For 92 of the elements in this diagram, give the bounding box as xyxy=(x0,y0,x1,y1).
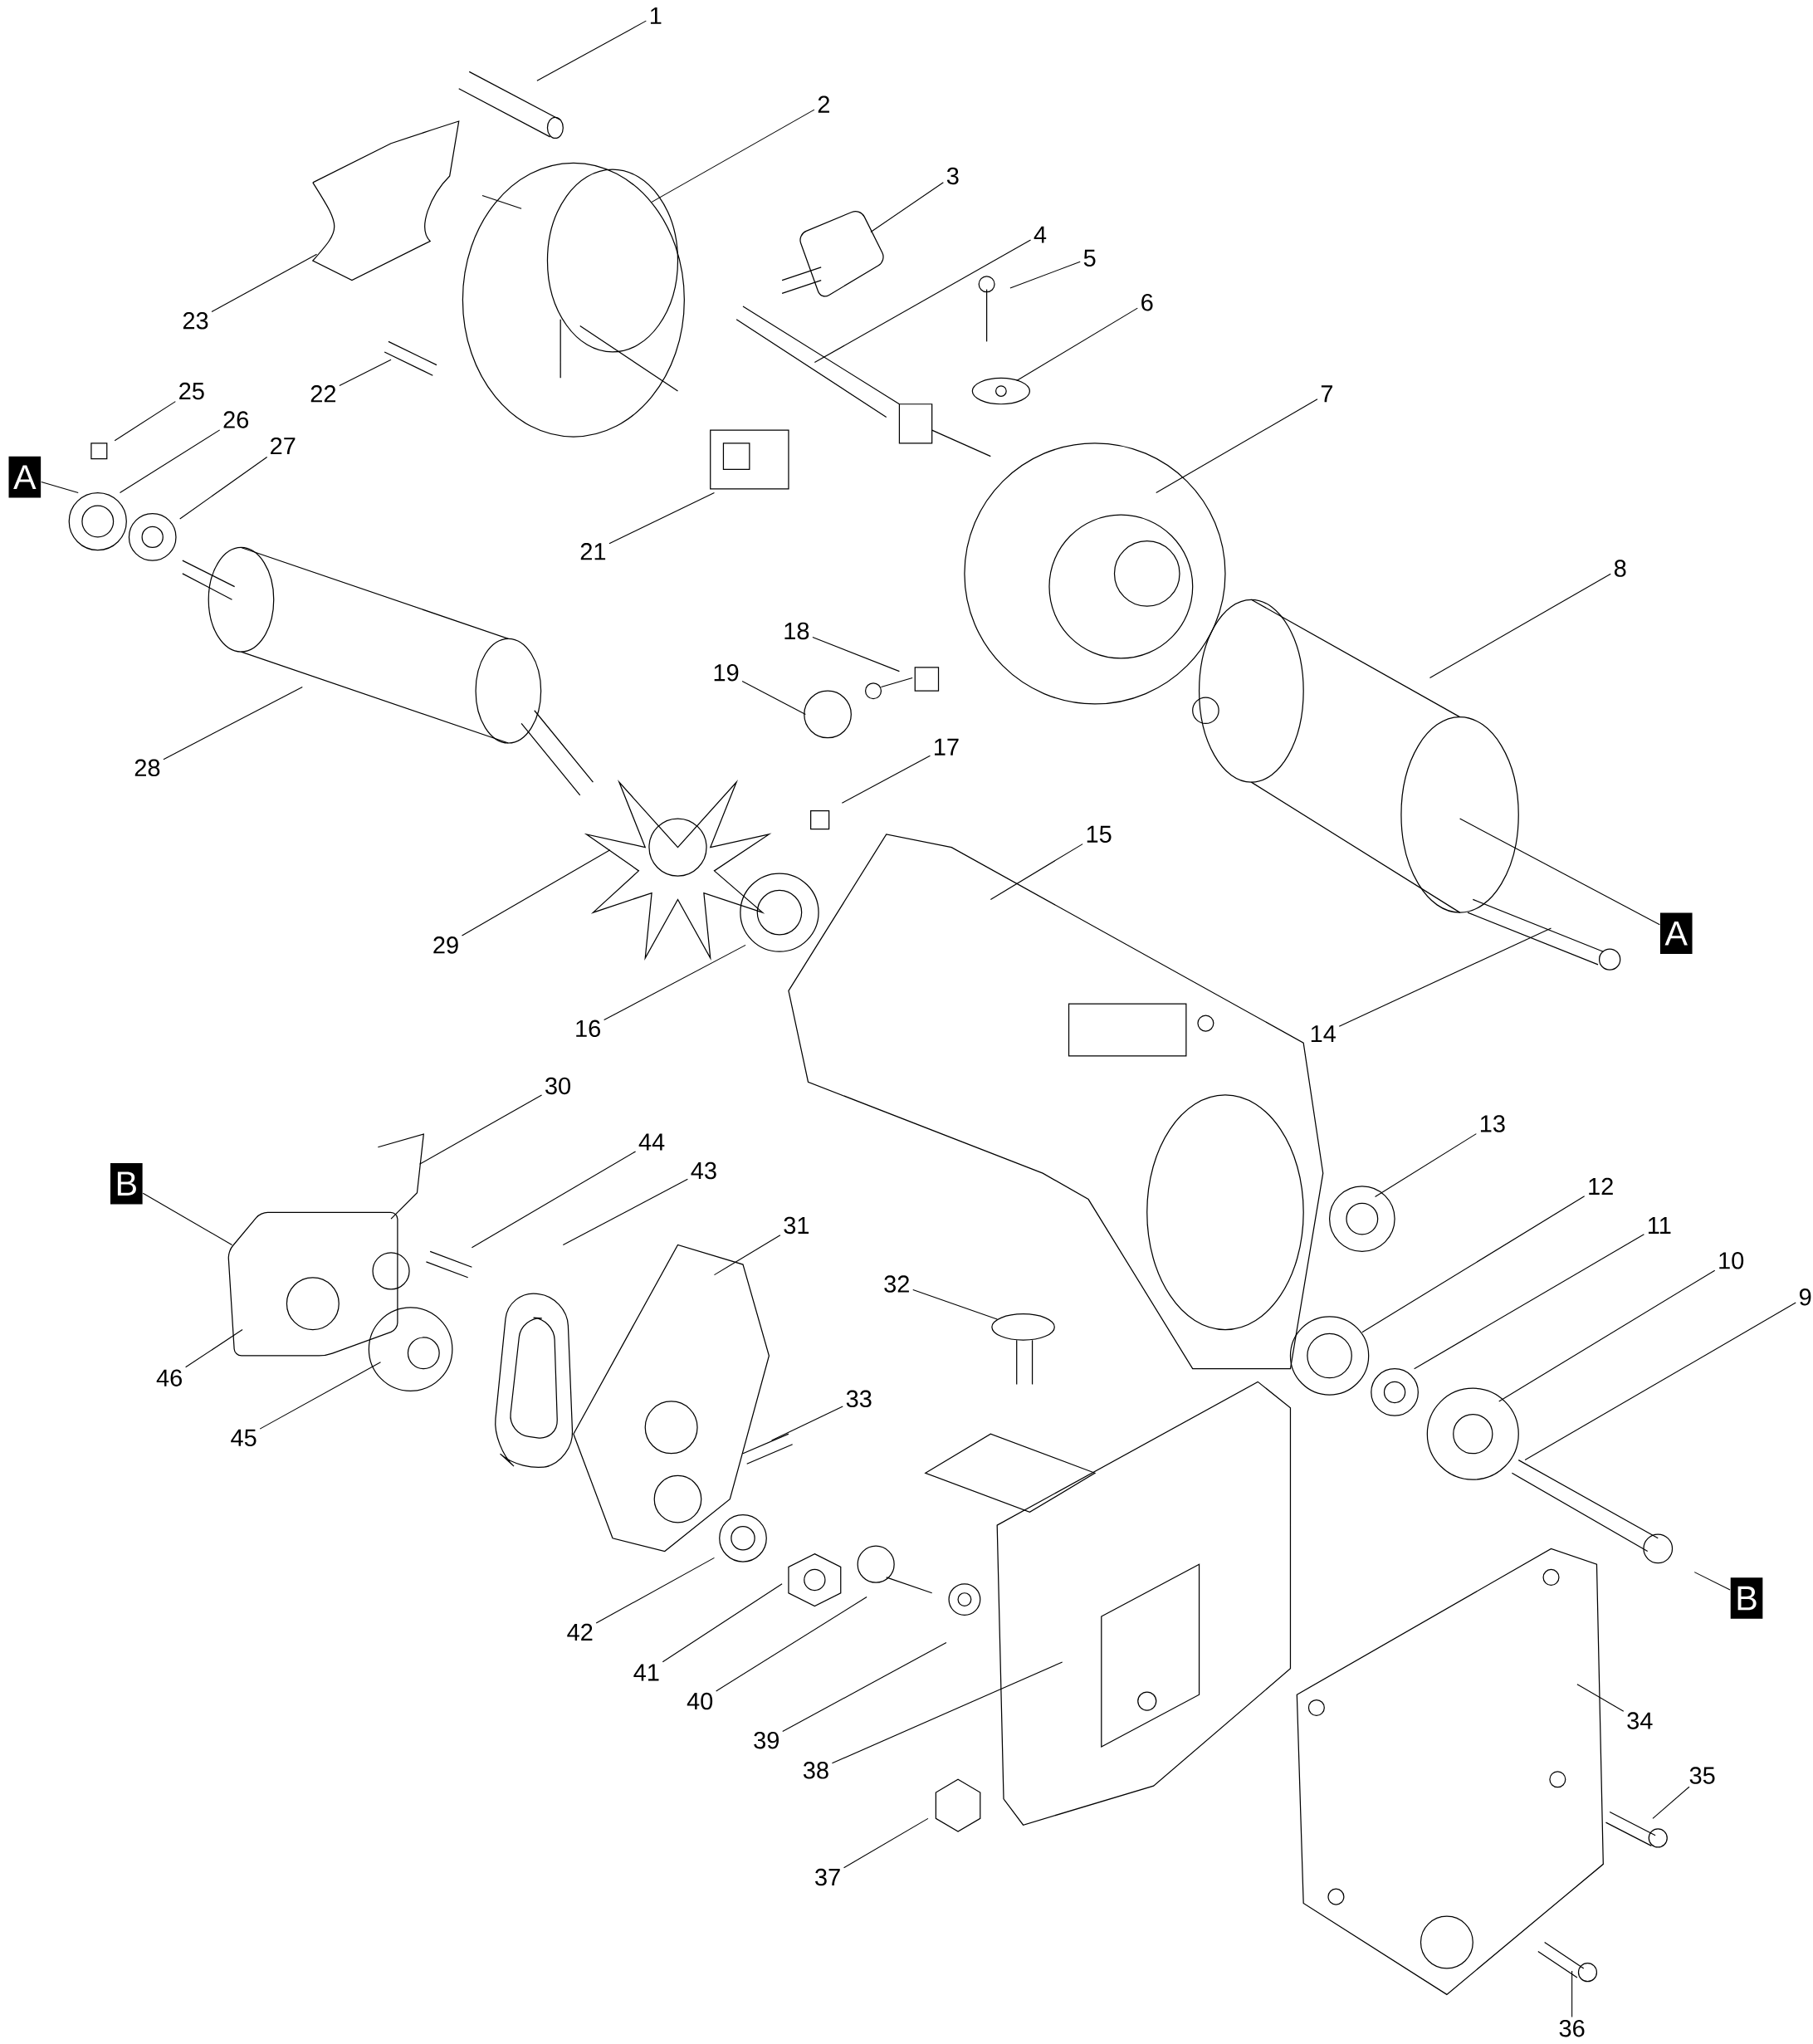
callout-number: 44 xyxy=(638,1133,665,1151)
callout-number: 6 xyxy=(1141,294,1153,311)
leader-line xyxy=(990,844,1083,900)
leader-line xyxy=(1016,307,1138,382)
callout-number: 46 xyxy=(156,1369,182,1386)
callout-number: 10 xyxy=(1719,1252,1744,1269)
leader-line xyxy=(1361,1196,1586,1333)
callout-number: 23 xyxy=(183,312,208,330)
leader-line xyxy=(339,359,392,386)
leader-line xyxy=(741,680,806,715)
leader-line xyxy=(1652,1786,1690,1819)
leader-line xyxy=(912,1289,998,1320)
leader-line xyxy=(604,944,746,1021)
leader-line xyxy=(1429,573,1611,679)
leader-line xyxy=(1576,1684,1625,1712)
leader-line xyxy=(259,1362,381,1430)
leader-line xyxy=(831,1661,1063,1764)
callout-number: 7 xyxy=(1321,385,1332,403)
leader-line xyxy=(782,1641,947,1733)
callout-number: 28 xyxy=(134,759,160,777)
callout-number: 37 xyxy=(815,1868,840,1886)
leader-line xyxy=(179,456,268,520)
callout-number: 8 xyxy=(1614,560,1626,577)
leader-line xyxy=(163,686,303,760)
callout-number: 35 xyxy=(1689,1767,1715,1784)
leader-line xyxy=(1459,818,1660,926)
callout-number: 13 xyxy=(1480,1115,1505,1132)
leader-line xyxy=(1571,1970,1573,2018)
callout-number: 2 xyxy=(818,95,829,113)
leader-line xyxy=(211,253,318,313)
callout-number: 12 xyxy=(1589,1177,1613,1195)
callout-number: 3 xyxy=(946,167,959,185)
callout-number: 45 xyxy=(231,1429,257,1446)
callout-number: 27 xyxy=(271,437,296,455)
leader-line xyxy=(870,182,944,233)
leader-line xyxy=(608,492,715,545)
leader-line xyxy=(114,401,176,442)
callout-number: 18 xyxy=(784,622,809,640)
leader-line xyxy=(1498,1269,1716,1402)
leader-line xyxy=(1693,1572,1731,1591)
callout-number: 31 xyxy=(784,1216,809,1235)
callout-number: 1 xyxy=(650,7,662,24)
callout-number: 15 xyxy=(1087,825,1112,843)
leader-line xyxy=(770,1406,843,1441)
leader-line xyxy=(1374,1133,1477,1197)
callout-number: 41 xyxy=(633,1664,659,1681)
leader-line xyxy=(662,1583,783,1663)
leader-line xyxy=(562,1178,688,1246)
leader-line xyxy=(595,1557,715,1624)
callout-number: 9 xyxy=(1799,1289,1811,1306)
leader-line xyxy=(716,1596,867,1692)
callout-number: 17 xyxy=(935,738,959,755)
callout-number: 11 xyxy=(1648,1217,1671,1234)
callout-number: 26 xyxy=(223,411,248,428)
leader-line xyxy=(651,109,815,203)
leader-line xyxy=(812,637,900,672)
callout-number: 34 xyxy=(1627,1712,1653,1729)
leader-line xyxy=(41,481,79,494)
leader-line xyxy=(119,429,221,494)
callout-number: 4 xyxy=(1034,226,1047,243)
callout-number: 30 xyxy=(545,1077,570,1095)
leader-line xyxy=(713,1235,781,1276)
callout-number: 21 xyxy=(580,543,606,560)
callout-number: 29 xyxy=(433,936,458,954)
callout-number: 43 xyxy=(691,1161,716,1180)
callout-number: 16 xyxy=(576,1020,600,1038)
leader-line xyxy=(1338,927,1552,1027)
callout-number: 42 xyxy=(567,1623,593,1641)
callout-number: 25 xyxy=(179,382,204,400)
leader-line xyxy=(1524,1302,1796,1461)
leader-line xyxy=(1009,261,1081,289)
leader-line xyxy=(1156,399,1318,494)
callout-number: 36 xyxy=(1559,2019,1585,2037)
callout-number: 22 xyxy=(310,385,335,403)
callout-number: 39 xyxy=(754,1731,779,1749)
leader-line xyxy=(1414,1234,1644,1370)
leader-line xyxy=(185,1329,243,1368)
leader-line xyxy=(461,849,611,936)
callout-number: 38 xyxy=(803,1762,828,1779)
callout-number: 19 xyxy=(714,663,739,682)
callout-number: 32 xyxy=(884,1275,909,1293)
leader-line xyxy=(419,1094,543,1165)
leader-line xyxy=(142,1192,232,1246)
leader-line xyxy=(841,755,931,804)
callout-number: 40 xyxy=(687,1692,713,1710)
callout-number: 5 xyxy=(1083,249,1096,267)
leader-line xyxy=(536,20,647,81)
callout-number: 33 xyxy=(846,1390,872,1408)
leader-line xyxy=(814,239,1032,364)
leader-line xyxy=(471,1151,637,1249)
callout-number: 14 xyxy=(1311,1025,1336,1043)
leader-line xyxy=(843,1817,929,1869)
